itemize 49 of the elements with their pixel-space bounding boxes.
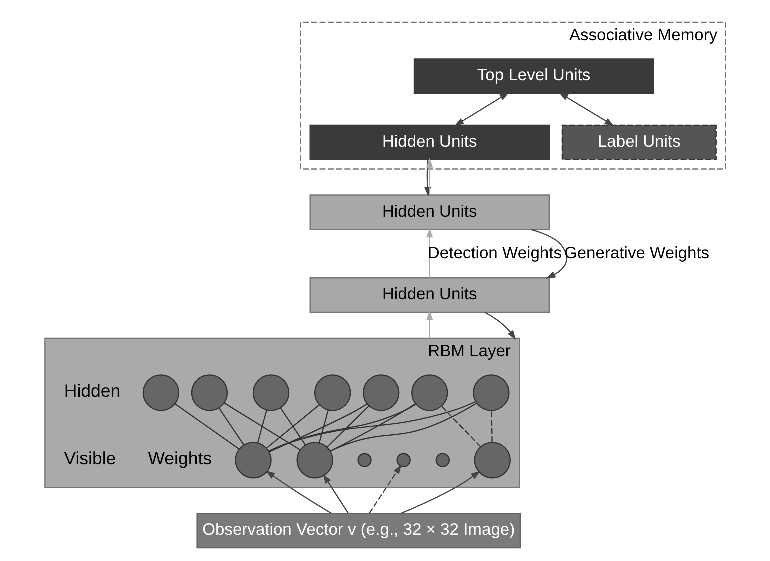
arrow [454,92,509,126]
connector [268,403,368,453]
node-box: Hidden Units [309,194,550,230]
node-circle [362,374,400,412]
arrow [484,312,516,340]
arrow [424,160,431,197]
connector [440,406,481,448]
edge-label: Detection Weights [427,243,562,262]
connector [256,410,267,444]
connector [326,406,370,448]
node-box: Hidden Units [309,124,550,160]
connector [268,404,416,452]
connector [330,403,476,452]
edge-label: Generative Weights [564,243,710,262]
node-circle [411,374,448,412]
arrow [322,474,348,514]
label: Visible [64,448,116,469]
node-circle [234,442,272,479]
label: Hidden [64,381,120,402]
arrow [426,158,433,196]
node-circle [474,442,510,479]
arrow [368,464,402,514]
node-box: Observation Vector v (e.g., 32 × 32 Image) [196,513,521,549]
connector [218,408,244,446]
connector [268,401,476,452]
arrow [530,229,568,279]
node-box: Top Level Units [413,58,654,94]
label: Weights [148,448,212,469]
arrow [400,471,480,514]
arrow [265,470,332,514]
connector [224,402,300,451]
connector [490,411,492,442]
node-box: Label Units [561,124,716,160]
node-circle [396,453,410,468]
connector [318,410,328,444]
connector [266,404,320,449]
node-box: Hidden Units [309,278,550,314]
node-circle [142,374,180,412]
node-circle [357,453,372,468]
connector [280,408,306,446]
connector [174,404,240,450]
node-circle [472,374,510,412]
node-circle [314,374,351,412]
node-circle [252,374,290,412]
arrow [558,92,614,126]
node-circle [190,374,228,412]
node-circle [435,453,450,468]
arrow [426,310,433,338]
node-circle [296,442,333,479]
